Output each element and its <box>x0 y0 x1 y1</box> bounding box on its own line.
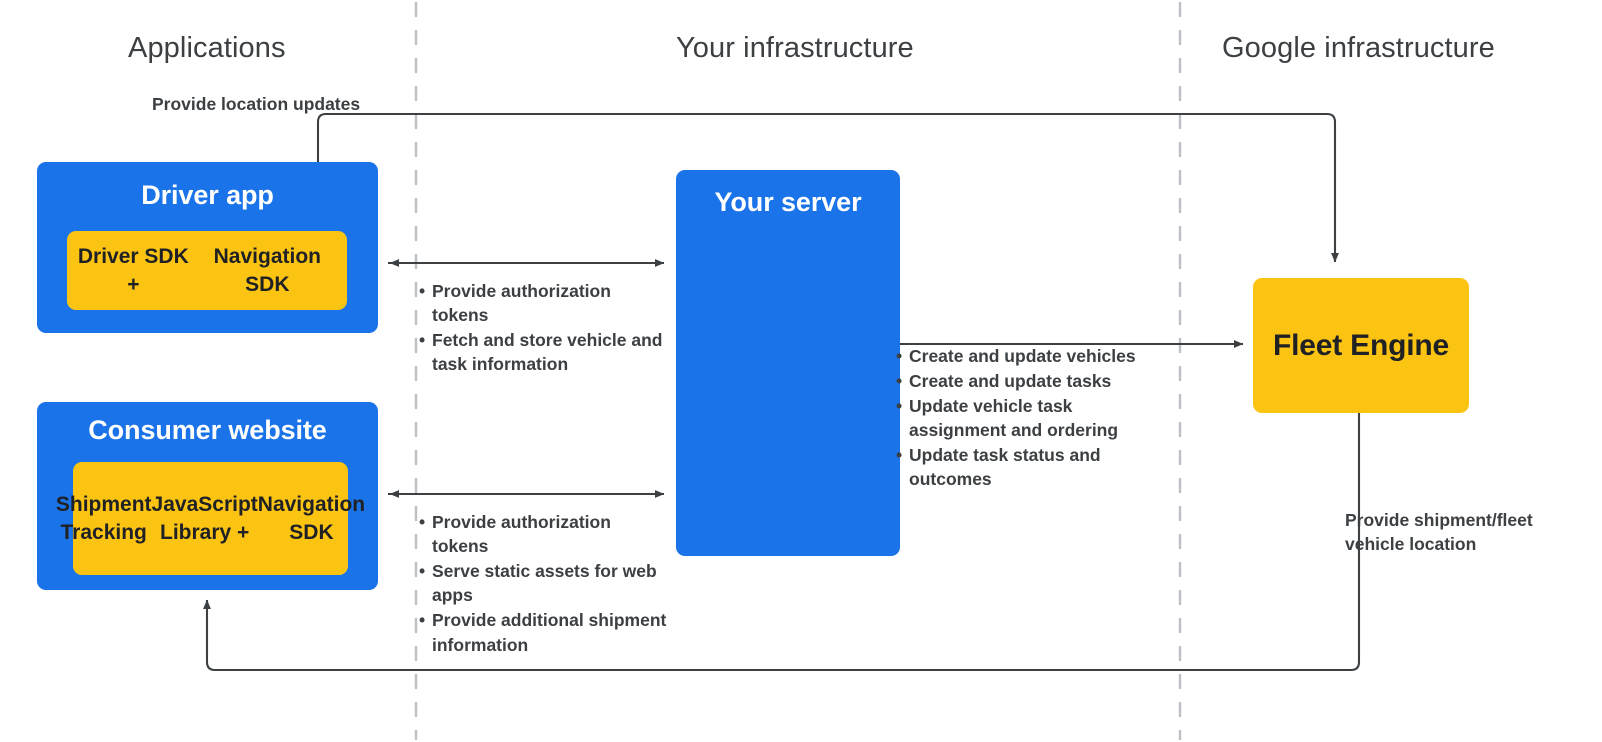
node-your-server: Your server <box>676 170 900 556</box>
annotation-provide-shipment-fleet-vehicle-location: Provide shipment/fleet vehicle location <box>1345 510 1533 555</box>
node-consumer-website-title: Consumer website <box>88 415 327 445</box>
annotation-driver-server-bullets: Provide authorization tokens Fetch and s… <box>419 279 669 377</box>
list-item: Provide authorization tokens <box>419 279 669 328</box>
node-driver-sdk: Driver SDK + Navigation SDK <box>67 231 347 310</box>
list-item: Create and update vehicles <box>896 344 1166 369</box>
node-driver-app-title: Driver app <box>141 180 274 210</box>
zone-title-your-infrastructure: Your infrastructure <box>676 32 914 64</box>
list-item: Create and update tasks <box>896 369 1166 394</box>
list-item: Provide authorization tokens <box>419 510 669 559</box>
list-item: Update vehicle task assignment and order… <box>896 394 1166 443</box>
node-shipment-tracking-line1: Shipment Tracking <box>55 492 152 544</box>
node-shipment-tracking-line3: Navigation SDK <box>257 492 366 544</box>
node-fleet-engine: Fleet Engine <box>1253 278 1469 413</box>
annotation-consumer-server-bullets: Provide authorization tokens Serve stati… <box>419 510 669 657</box>
list-item: Update task status and outcomes <box>896 443 1166 492</box>
zone-title-applications: Applications <box>128 32 286 64</box>
node-driver-app: Driver app Driver SDK + Navigation SDK <box>37 162 378 333</box>
annotation-provide-location-updates: Provide location updates <box>152 94 361 114</box>
node-driver-sdk-line2: Navigation SDK <box>213 244 321 296</box>
node-your-server-title: Your server <box>714 187 862 217</box>
node-shipment-tracking-library: Shipment Tracking JavaScript Library + N… <box>56 462 365 575</box>
list-item: Provide additional shipment information <box>419 608 669 657</box>
node-driver-sdk-line1: Driver SDK + <box>77 244 189 296</box>
annotation-server-fleet-engine-bullets: Create and update vehicles Create and up… <box>896 344 1166 492</box>
zone-title-google-infrastructure: Google infrastructure <box>1222 32 1495 64</box>
list-item: Serve static assets for web apps <box>419 559 669 608</box>
list-item: Fetch and store vehicle and task informa… <box>419 328 669 377</box>
node-fleet-engine-title: Fleet Engine <box>1273 328 1449 362</box>
node-consumer-website: Consumer website Shipment Tracking JavaS… <box>37 402 378 590</box>
node-shipment-tracking-line2: JavaScript Library + <box>151 492 258 544</box>
